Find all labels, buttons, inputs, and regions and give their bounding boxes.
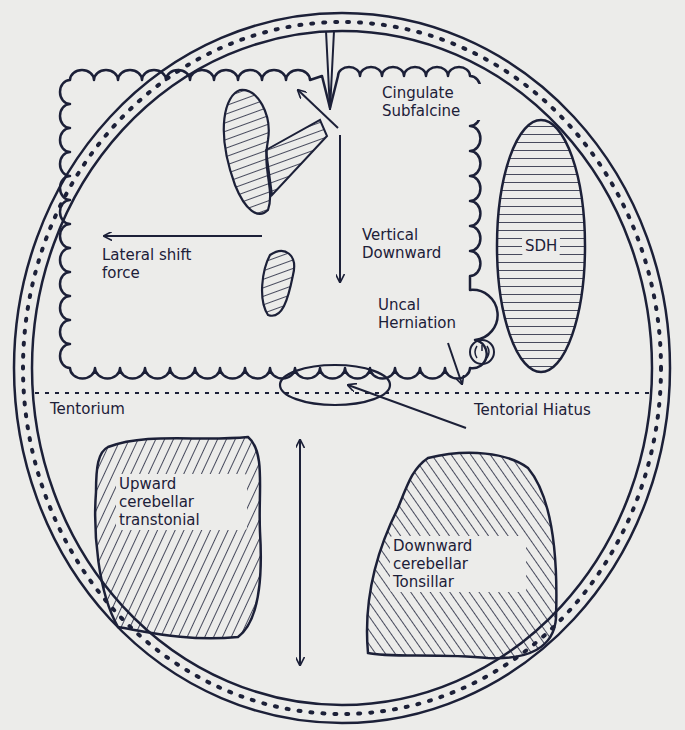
upward-cerebellar-shape: Upward cerebellar transtonial (88, 432, 268, 644)
uncal-arrow (448, 343, 462, 384)
node-label: SDH (522, 236, 560, 256)
node-outline (88, 432, 268, 644)
skull-inner (32, 31, 652, 705)
uncus (470, 340, 494, 364)
cingulate-band (266, 120, 327, 195)
skull-outer (14, 13, 670, 723)
annotation-label: Cingulate Subfalcine (380, 84, 494, 120)
downward-tonsillar-shape: Downward cerebellar Tonsillar (358, 448, 563, 663)
cerebrum-outline (60, 67, 498, 378)
subfalcine-arrow (298, 90, 338, 128)
node-shape (95, 437, 261, 638)
vertical-double-arrow (299, 440, 301, 665)
hiatus-arrow (348, 385, 466, 428)
annotation-label: Tentorial Hiatus (472, 401, 593, 419)
tentorium-line (35, 392, 650, 394)
node-shape (497, 120, 585, 372)
node-label: Upward cerebellar transtonial (116, 474, 247, 530)
downward-arrow (339, 135, 341, 282)
lateral-ventricle (224, 90, 270, 214)
ventricle-horn (262, 251, 294, 316)
node-label: Downward cerebellar Tonsillar (390, 536, 526, 592)
tentorial-hiatus (280, 365, 390, 405)
annotation-label: Tentorium (48, 400, 127, 418)
annotation-label: Vertical Downward (360, 226, 464, 262)
skull-diploe-dots (23, 22, 661, 714)
subdural-hematoma: SDH (495, 118, 587, 374)
annotation-label: Lateral shift force (100, 246, 222, 282)
annotation-label: Uncal Herniation (376, 296, 470, 332)
uncus-mark (475, 345, 489, 358)
node-shape (367, 453, 556, 658)
lateral-shift-arrow (104, 235, 262, 237)
